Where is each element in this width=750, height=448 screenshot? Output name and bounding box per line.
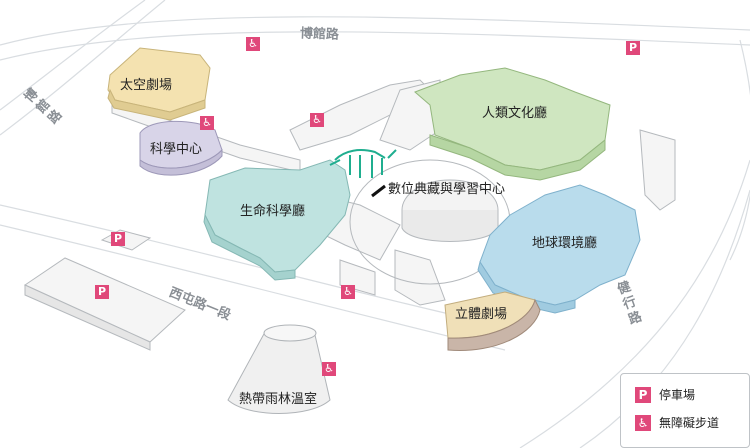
wheelchair-icon: ♿	[635, 415, 651, 431]
stereo-theater-base	[447, 298, 541, 351]
central-courtyard	[349, 159, 511, 285]
human-culture-hall-label: 人類文化廳	[482, 106, 548, 121]
map-legend: P 停車場 ♿ 無障礙步道	[620, 373, 750, 448]
wheelchair-icon[interactable]: ♿	[341, 285, 355, 299]
parking-icon: P	[635, 387, 651, 403]
digital-center-label: 數位典藏與學習中心	[388, 182, 506, 197]
wheelchair-icon[interactable]: ♿	[310, 113, 324, 127]
parking-marker[interactable]: P	[626, 41, 640, 55]
space-theater-label: 太空劇場	[120, 78, 173, 93]
life-science-hall-label: 生命科學廳	[240, 204, 306, 219]
stereo-theater-label: 立體劇場	[455, 307, 508, 322]
digital-center-pointer	[371, 184, 386, 198]
parking-marker[interactable]: P	[111, 232, 125, 246]
wheelchair-icon[interactable]: ♿	[200, 116, 214, 130]
wheelchair-icon[interactable]: ♿	[322, 362, 336, 376]
wheelchair-icon[interactable]: ♿	[246, 37, 260, 51]
earth-environment-hall-label: 地球環境廳	[532, 236, 598, 251]
parking-marker[interactable]: P	[95, 285, 109, 299]
dinosaur-skeleton-icon	[329, 149, 397, 178]
science-center-label: 科學中心	[150, 142, 203, 157]
legend-accessible-label: 無障礙步道	[659, 416, 720, 430]
rainforest-greenhouse-label: 熱帶雨林溫室	[239, 392, 318, 407]
legend-parking-label: 停車場	[659, 388, 696, 402]
road-label-top: 博館路	[299, 26, 340, 43]
